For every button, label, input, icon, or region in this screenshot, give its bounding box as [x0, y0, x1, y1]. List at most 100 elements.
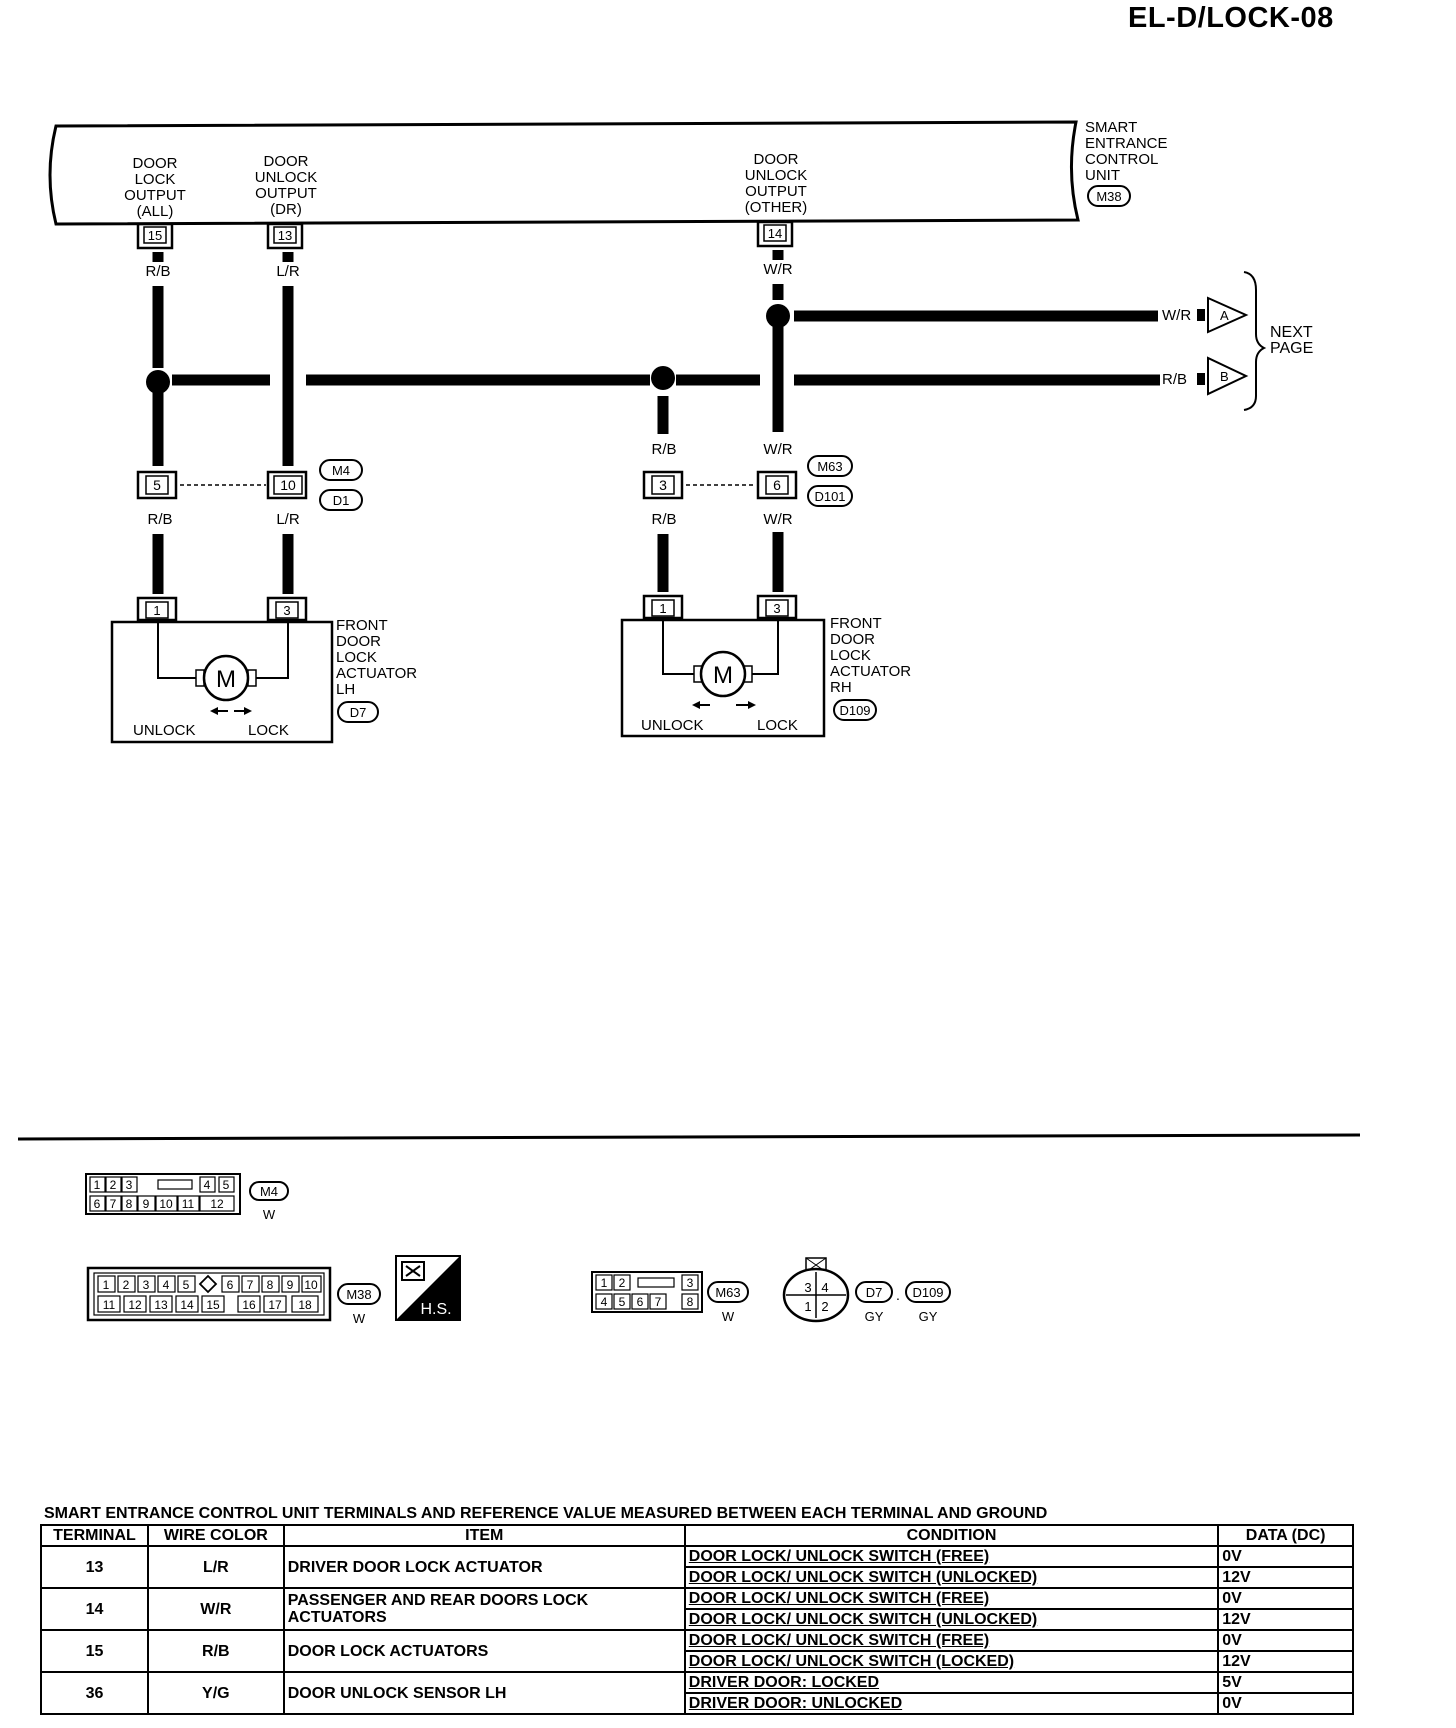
actuator-lh: 1 3 M UNLOCK LOCK: [110, 596, 334, 744]
svg-text:6: 6: [773, 477, 781, 493]
svg-text:18: 18: [298, 1298, 312, 1312]
table-row: DRIVER DOOR: UNLOCKED 0V: [41, 1692, 1354, 1715]
svg-text:4: 4: [163, 1278, 170, 1292]
svg-text:1: 1: [659, 601, 666, 616]
svg-text:3: 3: [687, 1276, 694, 1290]
cell-terminal: 15: [40, 1629, 149, 1673]
cell-terminal: 14: [40, 1587, 149, 1631]
svg-text:W: W: [722, 1309, 735, 1324]
header-wire-color: WIRE COLOR: [146, 1524, 285, 1547]
svg-text:17: 17: [268, 1298, 282, 1312]
svg-text:3: 3: [283, 603, 290, 618]
svg-text:2: 2: [821, 1299, 828, 1314]
next-page-label: NEXT PAGE: [1270, 324, 1313, 357]
table-row: DOOR LOCK/ UNLOCK SWITCH (UNLOCKED) 12V: [41, 1566, 1354, 1589]
svg-text:M38: M38: [346, 1287, 371, 1302]
cell-data: 5V: [1217, 1671, 1354, 1694]
header-item: ITEM: [282, 1524, 686, 1547]
svg-text:3: 3: [143, 1278, 150, 1292]
svg-text:4: 4: [821, 1280, 828, 1295]
wire-label-wr: W/R: [763, 441, 792, 458]
svg-text:14: 14: [768, 226, 782, 241]
terminal-14: 14: [756, 220, 794, 248]
svg-text:7: 7: [247, 1278, 254, 1292]
svg-text:DOOR: DOOR: [133, 155, 178, 172]
motor-icon: [202, 654, 250, 702]
svg-text:W: W: [353, 1311, 366, 1326]
svg-text:6: 6: [227, 1278, 234, 1292]
svg-text:4: 4: [601, 1295, 608, 1309]
cell-data: 12V: [1217, 1566, 1354, 1589]
output-label-unlock-other: DOOR UNLOCK OUTPUT (OTHER): [745, 151, 808, 216]
next-page-link-b: R/B B: [1162, 356, 1249, 396]
svg-text:UNLOCK: UNLOCK: [133, 722, 196, 739]
svg-text:5: 5: [183, 1278, 190, 1292]
svg-text:1: 1: [94, 1178, 101, 1192]
terminal-13: 13: [266, 222, 304, 250]
svg-text:B: B: [1220, 369, 1229, 384]
terminal-15: 15: [136, 222, 174, 250]
table-row: 36 Y/G DOOR UNLOCK SENSOR LH DRIVER DOOR…: [40, 1671, 1354, 1715]
svg-text:D109: D109: [912, 1285, 943, 1300]
cell-condition: DOOR LOCK/ UNLOCK SWITCH (UNLOCKED): [683, 1566, 1220, 1589]
svg-text:UNLOCK: UNLOCK: [255, 169, 318, 186]
junction-dot: [651, 366, 675, 390]
terminal-reference-table: TERMINAL WIRE COLOR ITEM CONDITION DATA …: [40, 1524, 1354, 1715]
svg-text:M4: M4: [260, 1184, 278, 1199]
svg-text:ACTUATOR: ACTUATOR: [336, 665, 417, 682]
svg-text:LH: LH: [336, 681, 355, 698]
svg-text:FRONT: FRONT: [830, 615, 882, 632]
header-data: DATA (DC): [1217, 1524, 1354, 1547]
svg-text:DOOR: DOOR: [754, 151, 799, 168]
svg-text:9: 9: [143, 1197, 150, 1211]
svg-text:13: 13: [154, 1298, 168, 1312]
svg-text:5: 5: [619, 1295, 626, 1309]
cell-data: 0V: [1217, 1692, 1354, 1715]
svg-text:OUTPUT: OUTPUT: [745, 183, 807, 200]
svg-text:D7: D7: [866, 1285, 883, 1300]
svg-text:(ALL): (ALL): [137, 203, 174, 220]
svg-text:10: 10: [304, 1278, 318, 1292]
svg-text:UNLOCK: UNLOCK: [745, 167, 808, 184]
svg-text:16: 16: [242, 1298, 256, 1312]
svg-text:14: 14: [180, 1298, 194, 1312]
wire-label-rb: R/B: [651, 511, 676, 528]
svg-text:W: W: [263, 1207, 276, 1222]
table-row: 13 L/R DRIVER DOOR LOCK ACTUATOR DOOR LO…: [40, 1545, 1354, 1589]
cell-terminal: 36: [40, 1671, 149, 1715]
cell-wire: L/R: [146, 1545, 285, 1589]
actuator-lh-connector-tag: D7: [337, 701, 379, 723]
connector-view-m4: 1 2 3 4 5 6 7 8 9 10 11 12 M4 W: [85, 1173, 289, 1222]
motor-icon: [699, 650, 747, 698]
svg-text:FRONT: FRONT: [336, 617, 388, 634]
svg-text:D7: D7: [350, 705, 367, 720]
svg-text:15: 15: [148, 228, 162, 243]
svg-text:W/R: W/R: [1162, 307, 1191, 324]
output-label-lock-all: DOOR LOCK OUTPUT (ALL): [124, 155, 186, 220]
actuator-rh-connector-tag: D109: [833, 699, 877, 721]
svg-text:1: 1: [153, 603, 160, 618]
table-header-row: TERMINAL WIRE COLOR ITEM CONDITION DATA …: [40, 1524, 1354, 1547]
svg-text:11: 11: [182, 1197, 195, 1211]
actuator-rh-label: FRONT DOOR LOCK ACTUATOR RH: [830, 615, 911, 696]
svg-text:6: 6: [94, 1197, 101, 1211]
svg-text:1: 1: [601, 1276, 608, 1290]
svg-text:UNLOCK: UNLOCK: [641, 717, 704, 734]
control-unit: DOOR LOCK OUTPUT (ALL) DOOR UNLOCK OUTPU…: [48, 119, 1168, 226]
svg-text:PAGE: PAGE: [1270, 340, 1313, 357]
wire-label-wr: W/R: [763, 261, 792, 278]
svg-text:LOCK: LOCK: [757, 717, 798, 734]
table-title: SMART ENTRANCE CONTROL UNIT TERMINALS AN…: [44, 1505, 1048, 1522]
svg-text:OUTPUT: OUTPUT: [124, 187, 186, 204]
svg-text:RH: RH: [830, 679, 852, 696]
table-row: DOOR LOCK/ UNLOCK SWITCH (UNLOCKED) 12V: [41, 1608, 1354, 1631]
unit-name: SMART ENTRANCE CONTROL UNIT: [1085, 119, 1168, 184]
svg-text:NEXT: NEXT: [1270, 324, 1313, 341]
cell-condition: DRIVER DOOR: UNLOCKED: [683, 1692, 1220, 1715]
cell-data: 0V: [1217, 1545, 1354, 1568]
svg-text:M: M: [713, 662, 733, 689]
svg-text:9: 9: [287, 1278, 294, 1292]
next-page-link-a: W/R A: [1162, 296, 1249, 334]
unit-connector-tag: M38: [1087, 185, 1131, 207]
